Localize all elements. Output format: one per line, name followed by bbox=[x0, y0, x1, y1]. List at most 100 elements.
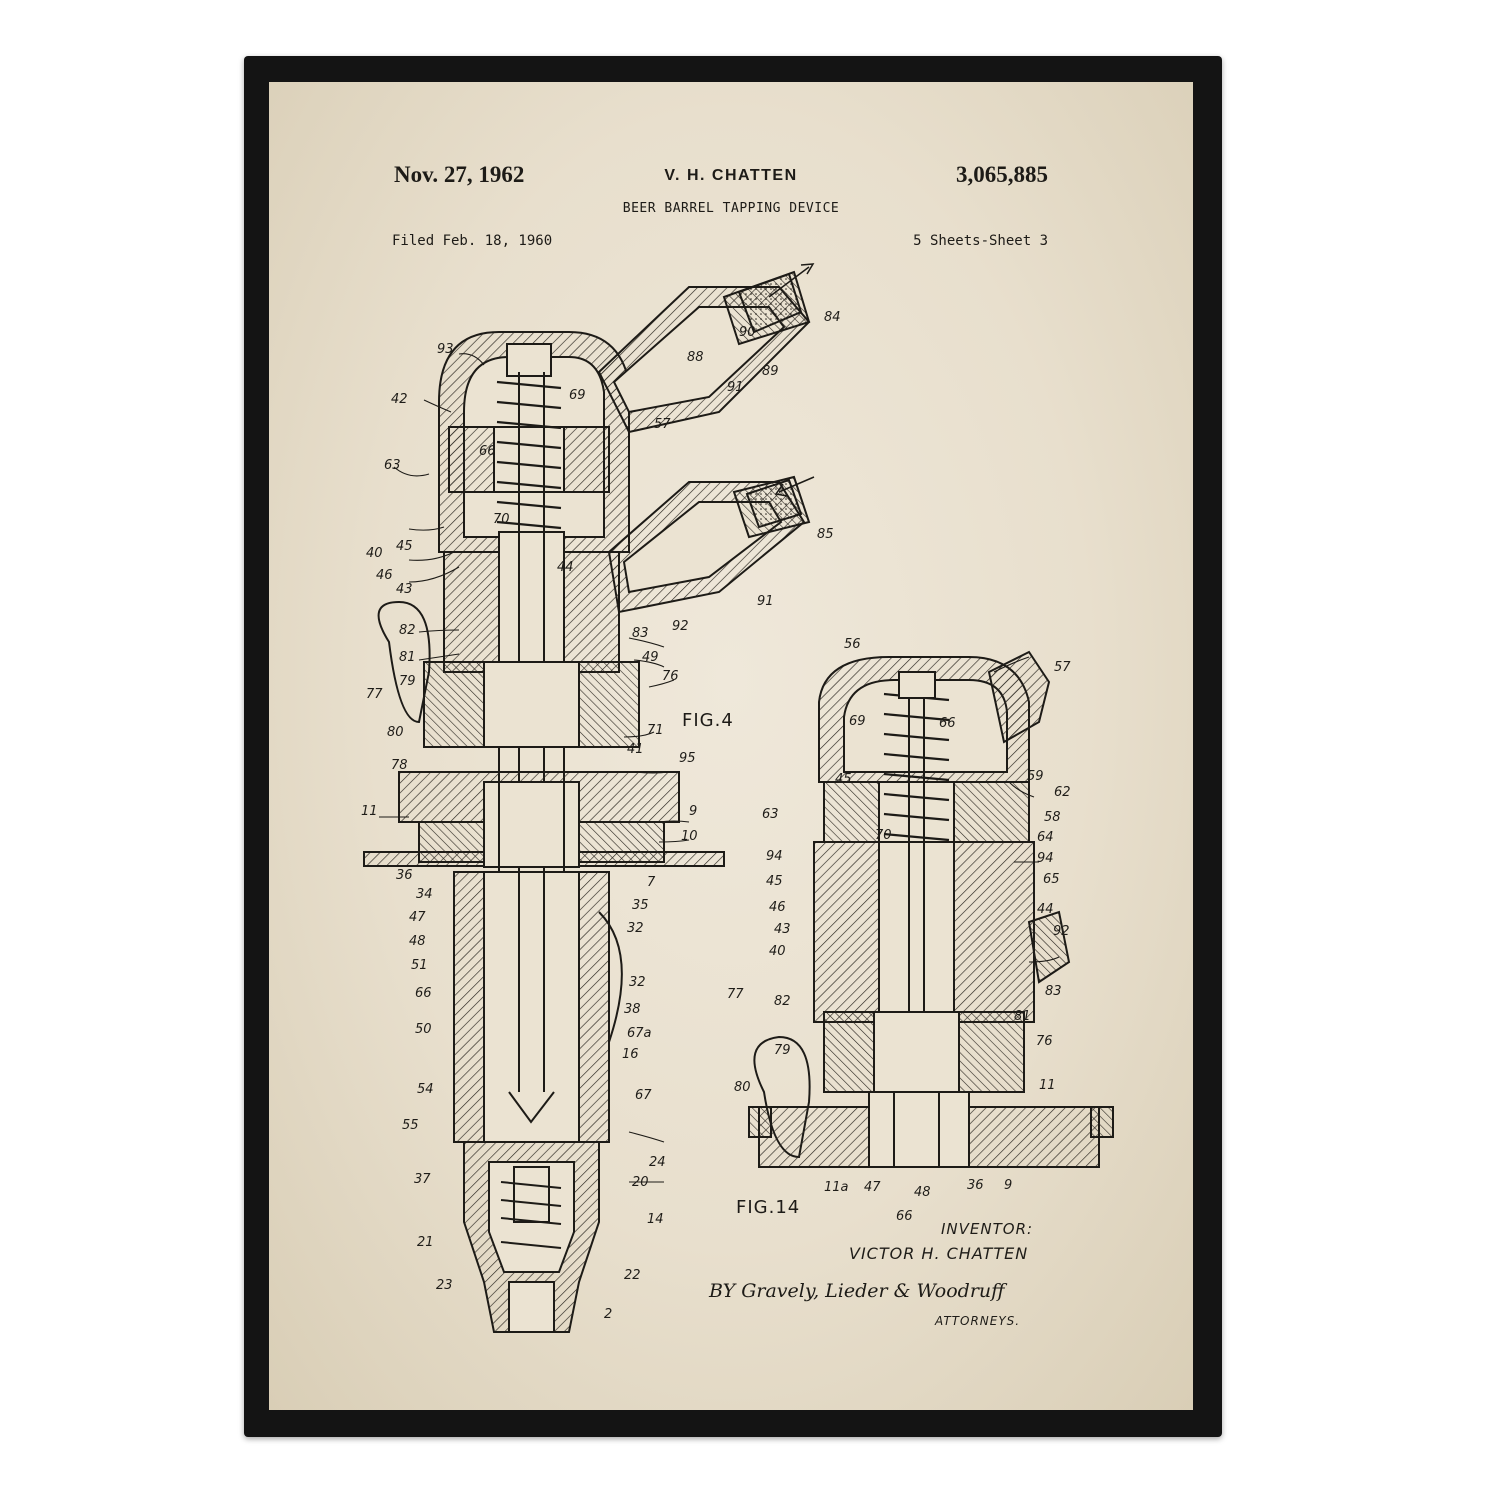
ref-44a: 44 bbox=[557, 560, 574, 575]
ref-47a: 47 bbox=[409, 910, 426, 925]
filed-date: Filed Feb. 18, 1960 bbox=[392, 233, 553, 249]
ref-35: 35 bbox=[632, 898, 649, 913]
ref14-57: 57 bbox=[1054, 660, 1071, 675]
ref-10: 10 bbox=[681, 829, 698, 844]
ref14-65: 65 bbox=[1043, 872, 1060, 887]
ref-24: 24 bbox=[649, 1155, 666, 1170]
leader-lines bbox=[379, 353, 1060, 1183]
ref14-46: 46 bbox=[769, 900, 786, 915]
ref-67: 67 bbox=[635, 1088, 652, 1103]
patent-number: 3,065,885 bbox=[956, 162, 1048, 187]
patent-sheet: Nov. 27, 1962 V. H. CHATTEN 3,065,885 BE… bbox=[269, 82, 1193, 1410]
ref-55: 55 bbox=[402, 1118, 419, 1133]
ref14-63: 63 bbox=[762, 807, 779, 822]
ref14-45a: 45 bbox=[835, 772, 852, 787]
ref-16: 16 bbox=[622, 1047, 639, 1062]
ref-70: 70 bbox=[493, 512, 510, 527]
patent-title: BEER BARREL TAPPING DEVICE bbox=[622, 201, 840, 216]
ref-37: 37 bbox=[414, 1172, 431, 1187]
ref-43a: 43 bbox=[396, 582, 413, 597]
ref-36a: 36 bbox=[396, 868, 413, 883]
inventor-label: INVENTOR: bbox=[941, 1220, 1034, 1238]
ref-78: 78 bbox=[391, 758, 408, 773]
ref-57: 57 bbox=[654, 417, 671, 432]
ref-41: 41 bbox=[627, 742, 644, 757]
ref14-56: 56 bbox=[844, 637, 861, 652]
ref-22: 22 bbox=[624, 1268, 641, 1283]
ref-23: 23 bbox=[436, 1278, 453, 1293]
ref14-44: 44 bbox=[1037, 902, 1054, 917]
ref14-66a: 66 bbox=[939, 716, 956, 731]
fig4-drawing bbox=[363, 263, 815, 1333]
ref-32a: 32 bbox=[627, 921, 644, 936]
ref-66a: 66 bbox=[479, 444, 496, 459]
ref-89: 89 bbox=[762, 364, 779, 379]
ref-20: 20 bbox=[632, 1175, 649, 1190]
ref-51: 51 bbox=[411, 958, 428, 973]
ref14-59: 59 bbox=[1027, 769, 1044, 784]
ref14-80: 80 bbox=[734, 1080, 751, 1095]
ref14-11a: 11a bbox=[824, 1180, 849, 1195]
fig4-label: FIG.4 bbox=[682, 710, 734, 731]
ref-49: 49 bbox=[642, 650, 659, 665]
ref-54: 54 bbox=[417, 1082, 434, 1097]
ref14-64: 64 bbox=[1037, 830, 1054, 845]
ref-85: 85 bbox=[817, 527, 834, 542]
ref-63: 63 bbox=[384, 458, 401, 473]
fig14-label: FIG.14 bbox=[736, 1197, 801, 1218]
ref14-69: 69 bbox=[849, 714, 866, 729]
ref14-45b: 45 bbox=[766, 874, 783, 889]
ref14-82: 82 bbox=[774, 994, 791, 1009]
ref-32b: 32 bbox=[629, 975, 646, 990]
ref-67a: 67a bbox=[627, 1026, 652, 1041]
ref14-58: 58 bbox=[1044, 810, 1061, 825]
ref-79a: 79 bbox=[399, 674, 416, 689]
ref14-94b: 94 bbox=[1037, 851, 1054, 866]
ref14-77: 77 bbox=[727, 987, 744, 1002]
ref14-81: 81 bbox=[1014, 1009, 1031, 1024]
ref-69: 69 bbox=[569, 388, 586, 403]
ref-21: 21 bbox=[417, 1235, 434, 1250]
ref14-83: 83 bbox=[1045, 984, 1062, 999]
ref-82a: 82 bbox=[399, 623, 416, 638]
ref14-76: 76 bbox=[1036, 1034, 1053, 1049]
ref14-92: 92 bbox=[1053, 924, 1070, 939]
patent-date: Nov. 27, 1962 bbox=[394, 162, 525, 187]
ref-9a: 9 bbox=[689, 804, 698, 819]
ref-90: 90 bbox=[739, 325, 756, 340]
ref-38: 38 bbox=[624, 1002, 641, 1017]
ref-76a: 76 bbox=[662, 669, 679, 684]
inventor-name: VICTOR H. CHATTEN bbox=[849, 1244, 1029, 1263]
ref-88: 88 bbox=[687, 350, 704, 365]
ref-81a: 81 bbox=[399, 650, 416, 665]
ref-84: 84 bbox=[824, 310, 841, 325]
ref-14: 14 bbox=[647, 1212, 664, 1227]
ref-42: 42 bbox=[391, 392, 408, 407]
patent-drawing bbox=[363, 263, 1114, 1333]
sheet-count: 5 Sheets-Sheet 3 bbox=[913, 233, 1048, 249]
attorney-signature: BY Gravely, Lieder & Woodruff bbox=[709, 1280, 1005, 1302]
ref-48a: 48 bbox=[409, 934, 426, 949]
ref-11a: 11 bbox=[361, 804, 378, 819]
ref-66b: 66 bbox=[415, 986, 432, 1001]
ref14-40: 40 bbox=[769, 944, 786, 959]
ref-50: 50 bbox=[415, 1022, 432, 1037]
ref14-36: 36 bbox=[967, 1178, 984, 1193]
ref-91a: 91 bbox=[727, 380, 744, 395]
ref14-94a: 94 bbox=[766, 849, 783, 864]
ref-77a: 77 bbox=[366, 687, 383, 702]
ref-92a: 92 bbox=[672, 619, 689, 634]
ref-7: 7 bbox=[647, 875, 656, 890]
ref14-70: 70 bbox=[875, 828, 892, 843]
ref14-9: 9 bbox=[1004, 1178, 1013, 1193]
ref-95: 95 bbox=[679, 751, 696, 766]
ref14-62: 62 bbox=[1054, 785, 1071, 800]
ref-71: 71 bbox=[647, 723, 664, 738]
ref-34: 34 bbox=[416, 887, 433, 902]
ref14-11: 11 bbox=[1039, 1078, 1056, 1093]
ref14-43: 43 bbox=[774, 922, 791, 937]
ref-2: 2 bbox=[604, 1307, 613, 1322]
ref-91b: 91 bbox=[757, 594, 774, 609]
ref-45: 45 bbox=[396, 539, 413, 554]
fig14-drawing bbox=[748, 650, 1114, 1168]
